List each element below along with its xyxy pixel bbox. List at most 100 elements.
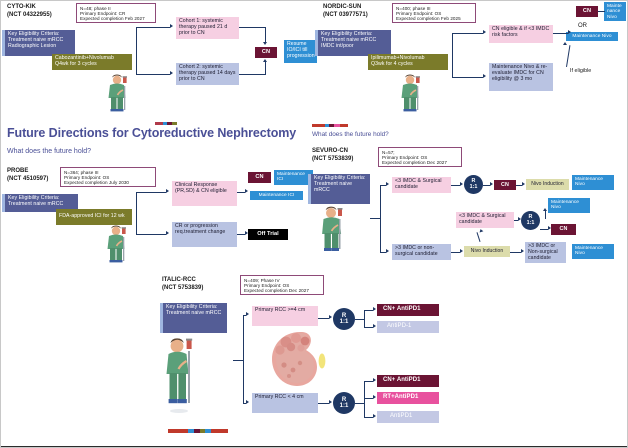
treatment-cytokik: Cabozantinib+Nivolumab Q4wk for 3 cycles [52, 54, 132, 70]
treatment-nordicsun: Ipilimumab+Nivolumab Q3wk for 4 cycles [368, 54, 448, 70]
arrow-probe-bottom [166, 231, 169, 236]
r-label: R [528, 213, 533, 220]
trial-title-sevuro: SEVURO-CN (NCT 5753839) [312, 148, 353, 163]
maintenance-nivo-nordicsun: Maintenance Nivo [566, 32, 618, 41]
maintenance-nivo-bottom-sevuro: Maintenance Nivo [572, 244, 614, 259]
kidney-illustration-icon [272, 331, 326, 386]
arm-sevuro-top: <3 IMDC & Surgical candidate [392, 177, 451, 193]
connector-sevuro-mid-r [514, 220, 518, 222]
trial-info-cytokik: N=48; phase II Primary Endpoint: CR Expe… [76, 3, 156, 23]
arrow-sevuro-bottom [386, 249, 389, 254]
arrow-italic-top-1 [373, 307, 376, 312]
arrow-italic-bot-3 [373, 414, 376, 419]
connector-nordicsun-eligible [566, 45, 571, 68]
arrow-probe-top [166, 189, 169, 194]
connector-cytokik-c2-up [265, 62, 267, 75]
arm-italic-top-2: AntiPD-1 [377, 321, 439, 333]
eligibility-sevuro: Key Eligibility Criteria: Treatment naiv… [308, 174, 370, 204]
connector-probe-armtop-out [237, 192, 245, 194]
eligibility-italic: Key Eligibility Criteria: Treatment naiv… [160, 303, 227, 333]
cn-node-sevuro: CN [494, 180, 516, 190]
nivo-induction-bottom-sevuro: Nivo Induction [464, 246, 510, 257]
connector-italic-bot-fan-3 [364, 417, 373, 419]
arm-nordicsun-bottom: Maintenance Nivo & re-evaluate IMDC for … [489, 63, 553, 91]
r-ratio: 1:1 [339, 403, 349, 409]
connector-probe-armbot-out [237, 234, 245, 236]
arm-cytokik-cohort1: Cohort 1: systemic therapy paused 21 d p… [176, 17, 239, 39]
connector-italic-bottom [243, 403, 246, 405]
arrow-sevuro-r-cn [490, 182, 493, 187]
trial-title-nordicsun: NORDIC-SUN (NCT 03977571) [323, 4, 368, 19]
eligibility-nordicsun: Key Eligibility Criteria: Treatment naiv… [315, 30, 391, 56]
arrow-italic-arm-r-top [329, 315, 332, 320]
arrow-sevuro-bot-out [521, 249, 524, 254]
arm-italic-top: Primary RCC >=4 cm [252, 306, 318, 326]
r-ratio: 1:1 [469, 183, 478, 190]
patient-figure-icon [166, 338, 193, 413]
connector-probe-top [136, 192, 166, 194]
trial-info-italic: N=409; Phase IV Primary Endpoint: OS Exp… [240, 275, 324, 295]
logo-strip-footer [168, 429, 228, 433]
connector-italic-in [233, 360, 244, 362]
trial-info-sevuro: N=57; Primary Endpoint: OS Expected comp… [378, 147, 462, 167]
connector-nordicsun-armtop-out [553, 33, 568, 35]
arm-probe-bottom: CR or progression req.treatment change [172, 222, 237, 247]
connector-cytokik-bottom [136, 74, 170, 76]
patient-figure-icon [108, 74, 127, 112]
connector-nordicsun-cn-maint [598, 11, 605, 13]
arrow-italic-arm-r-bot [329, 400, 332, 405]
trial-title-cytokik: CYTO-KIK (NCT 04322955) [7, 4, 52, 19]
maintenance-ici-probe: Maintenance ICI [250, 191, 303, 200]
arm-probe-top: Clinical Response (PR,SD) & CN eligible [172, 181, 237, 206]
connector-probe-split [136, 192, 138, 235]
randomization-node-italic-top: R 1:1 [333, 308, 355, 330]
arrow-italic-bot-1 [373, 378, 376, 383]
arrow-italic-top [246, 312, 249, 317]
arrow-sevuro-cn-nivo [522, 182, 525, 187]
nivo-induction-top-sevuro: Nivo Induction [526, 179, 569, 190]
trial-name-italic: ITALIC-RCC [162, 277, 196, 283]
trial-name-probe: PROBE [7, 168, 29, 174]
connector-probe-bottom [136, 234, 166, 236]
connector-sevuro-mid-cn [540, 229, 548, 231]
arrow-sevuro-mid-feed [478, 228, 483, 233]
eligibility-probe: Key Eligibility Criteria: Treatment naiv… [2, 194, 78, 212]
logo-strip-right [312, 124, 348, 127]
arrow-nordicsun-armtop-out [568, 30, 571, 35]
trial-nct-nordicsun: (NCT 03977571) [323, 11, 368, 18]
arm-italic-bottom: Primary RCC < 4 cm [252, 393, 318, 413]
connector-nordicsun-bottom [452, 77, 483, 79]
connector-italic-top [243, 315, 246, 317]
arrow-nordicsun-eligible [562, 42, 567, 45]
connector-sevuro-bottom [380, 252, 386, 254]
r-label: R [341, 396, 347, 403]
arm-nordicsun-top: CN eligible & if <3 IMDC risk factors [489, 25, 553, 43]
r-ratio: 1:1 [526, 219, 535, 226]
trial-info-probe: N=364; phase III Primary Endpoint: OS Ex… [60, 167, 156, 187]
if-eligible-label-nordicsun: If eligible [570, 68, 592, 74]
arrow-probe-armbot-out [245, 231, 248, 236]
connector-italic-top-fan-in [355, 319, 365, 321]
r-label: R [471, 177, 476, 184]
connector-sevuro-in [370, 218, 381, 220]
treatment-probe: FDA-approved ICI for 12 wk [56, 209, 132, 225]
arm-cytokik-cohort2: Cohort 2: systemic therapy paused 14 day… [176, 63, 239, 85]
randomization-node-sevuro-top: R 1:1 [464, 175, 483, 194]
arrow-cytokik-bottom [170, 71, 173, 76]
arm-sevuro-mid: <3 IMDC & Surgical candidate [456, 212, 514, 228]
connector-italic-bot-fan-1 [364, 381, 373, 383]
connector-italic-arm-r-bot [318, 403, 329, 405]
connector-sevuro-mid-feed [476, 232, 481, 242]
arrow-cytokik-cn-up [263, 59, 268, 62]
cn-node-sevuro-mid: CN [551, 224, 576, 235]
connector-italic-bot-fan-2 [364, 398, 373, 400]
subtitle-question-right: What does the future hold? [312, 131, 389, 138]
trial-name-sevuro: SEVURO-CN [312, 148, 349, 154]
arrow-italic-bot-2 [373, 395, 376, 400]
arrow-sevuro-bot-nivo [460, 249, 463, 254]
connector-cytokik-split [136, 27, 138, 75]
arrow-nordicsun-bottom [483, 74, 486, 79]
subtitle-question-left: What does the future hold? [7, 148, 92, 155]
cn-node-cytokik: CN [255, 47, 277, 58]
